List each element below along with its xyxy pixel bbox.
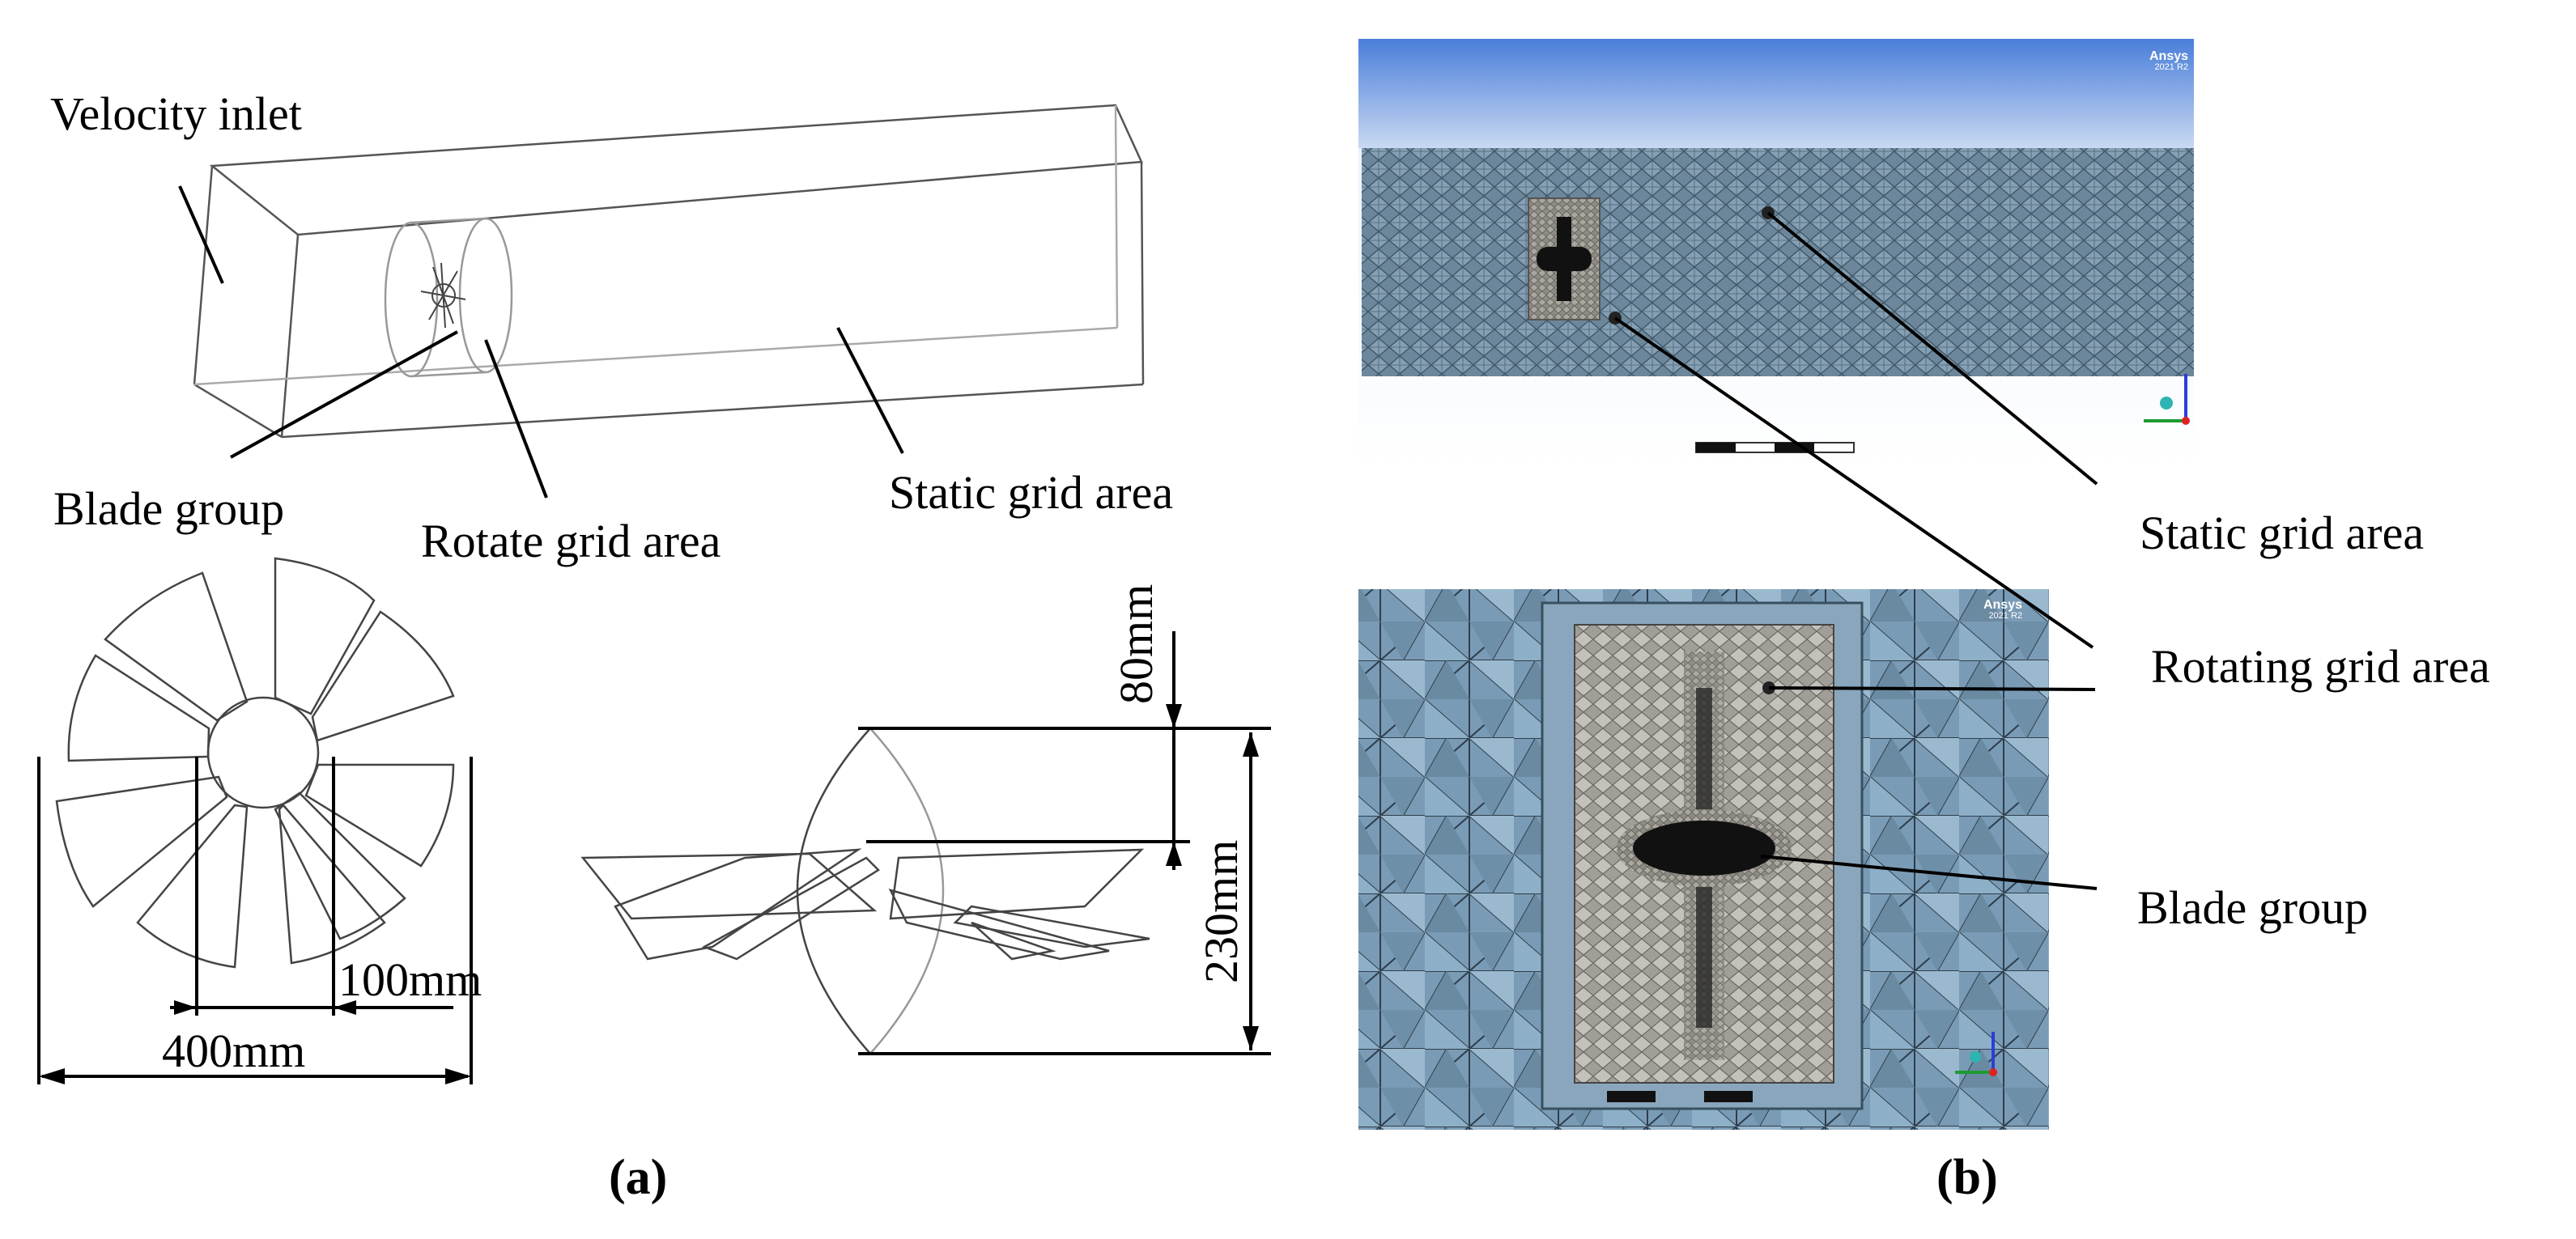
label-static-grid-area-b: Static grid area: [2140, 507, 2425, 559]
domain-box: [193, 104, 1145, 439]
ansys-version-bottom: 2021 R2: [1988, 611, 2023, 621]
side-dimension-arrows: [1166, 704, 1259, 1050]
ansys-badge-top: Ansys 2021 R2: [2149, 50, 2188, 72]
label-static-grid-area-a: Static grid area: [889, 466, 1174, 519]
rotor-front-view: [55, 557, 455, 969]
side-dimension-lines: [858, 631, 1271, 1055]
dim-hub-diameter: 100mm: [338, 953, 482, 1006]
rotate-zone-cylinder: [384, 217, 513, 378]
front-dimension-arrows: [39, 1000, 471, 1084]
leader-rotating-grid-bottom: [1768, 686, 2096, 691]
leader-velocity-inlet: [178, 185, 224, 284]
axis-triad-bottom: [1955, 1032, 1997, 1076]
scale-bar-bottom: [1607, 1091, 1753, 1102]
leader-rotating-grid-top: [1613, 316, 2094, 649]
dim-rotor-diameter: 400mm: [162, 1025, 306, 1077]
label-blade-group-a: Blade group: [53, 482, 285, 535]
leader-blade-group-b: [1760, 855, 2098, 890]
ansys-version-top: 2021 R2: [2154, 62, 2189, 72]
ansys-badge-bottom: Ansys 2021 R2: [1983, 599, 2022, 621]
leader-blade-group-a: [230, 330, 458, 459]
blade-group-small: [420, 262, 466, 329]
label-blade-group-b: Blade group: [2137, 881, 2369, 934]
leader-static-grid-b: [1766, 211, 2098, 486]
mesh-view-top: [1358, 39, 2194, 468]
label-rotating-grid-area: Rotating grid area: [2151, 640, 2490, 693]
panel-a-tag: (a): [609, 1150, 668, 1205]
mesh-view-bottom: [1358, 589, 2049, 1130]
label-rotate-grid-area: Rotate grid area: [421, 515, 721, 567]
front-dimension-lines: [37, 757, 473, 1084]
axis-triad-top: [2144, 374, 2190, 425]
ansys-logo-text-top: Ansys: [2149, 49, 2189, 63]
leader-rotate-grid-a: [484, 339, 548, 499]
label-velocity-inlet: Velocity inlet: [50, 87, 302, 140]
ansys-logo-text-bottom: Ansys: [1983, 598, 2023, 612]
scale-bar-top: [1695, 442, 1855, 453]
panel-b-tag: (b): [1936, 1150, 1998, 1205]
leader-static-grid-a: [836, 327, 904, 454]
